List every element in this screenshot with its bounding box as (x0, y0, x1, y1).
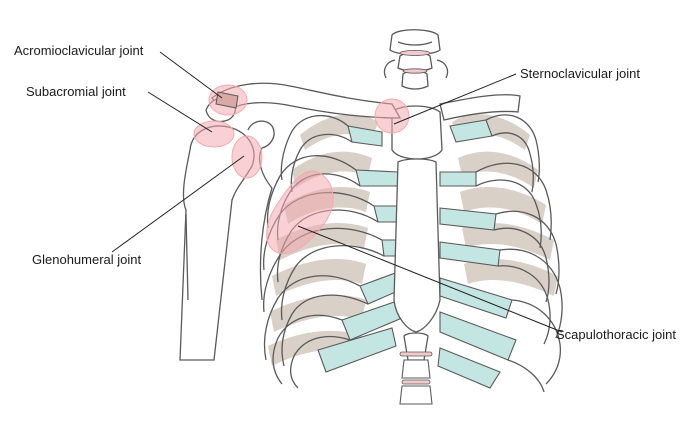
clavicles (211, 82, 521, 121)
costal-cartilages (317, 119, 517, 389)
scapula-border (259, 187, 273, 301)
scapulothoracic-leader (297, 225, 563, 333)
subacromial-joint-label: Subacromial joint (26, 84, 126, 99)
sternoclavicular-leader (393, 73, 517, 125)
sternoclavicular-joint-label: Sternoclavicular joint (520, 66, 640, 81)
glenohumeral-highlight (231, 135, 263, 179)
sternum (391, 105, 443, 361)
glenohumeral-joint-label: Glenohumeral joint (32, 252, 142, 267)
glenohumeral-leader (111, 155, 245, 253)
sternoclavicular-highlight (374, 98, 410, 134)
leader-lines (111, 51, 563, 333)
xiphoid-disc (399, 351, 433, 385)
lower-vertebrae (399, 359, 433, 405)
ac-joint-detail (215, 91, 239, 109)
subacromial-leader (147, 91, 213, 133)
rib-shadows (268, 114, 558, 366)
right-clavicle (439, 94, 521, 121)
acromioclavicular-joint-label: Acromioclavicular joint (14, 43, 144, 58)
scapulothoracic-highlight (266, 170, 334, 254)
scapulothoracic-joint-label: Scapulothoracic joint (556, 327, 676, 342)
cervical-spine (383, 29, 449, 90)
coracoid-process (247, 120, 275, 189)
intervertebral-discs (399, 50, 431, 74)
acromioclavicular-leader (159, 51, 223, 99)
